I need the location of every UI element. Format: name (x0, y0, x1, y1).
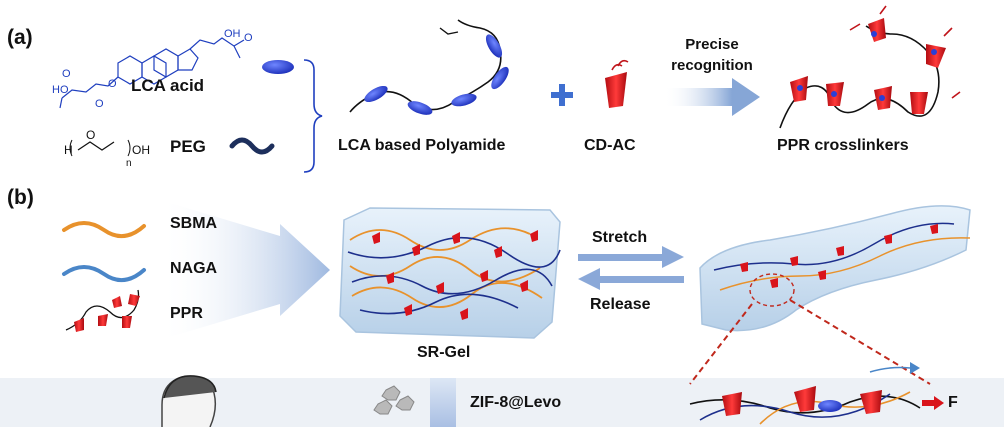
peg-oh-text: OH (132, 143, 150, 157)
sbma-chain-icon (62, 221, 146, 238)
lca-acid-label: LCA acid (131, 76, 205, 95)
stretch-label: Stretch (592, 229, 648, 246)
naga-chain-icon (62, 265, 146, 282)
ppr-label: PPR (170, 305, 203, 322)
recognition-arrow (664, 78, 760, 116)
lca-o1-text: O (244, 32, 253, 44)
lca-o4-text: O (108, 78, 117, 90)
panel-a-label: (a) (7, 26, 33, 49)
lca-ho-text: HO (52, 84, 69, 96)
lca-oh-text: OH (224, 28, 241, 40)
lca-o2-text: O (62, 68, 71, 80)
peg-o-text: O (86, 128, 96, 142)
polyamide-chain (349, 19, 509, 115)
zif8-release-bar (430, 378, 456, 427)
arrow-label-line1: Precise (685, 36, 739, 53)
zoomed-chain-detail (689, 362, 944, 425)
sr-gel-block (339, 207, 561, 339)
person-head-icon (161, 375, 217, 427)
polyamide-label: LCA based Polyamide (338, 137, 506, 154)
ppr-crosslinkers-label: PPR crosslinkers (777, 137, 909, 154)
sbma-label: SBMA (170, 215, 218, 232)
zif8-levo-label: ZIF-8@Levo (470, 394, 562, 411)
mixing-arrow (160, 200, 330, 340)
peg-label: PEG (170, 137, 206, 156)
ppr-crosslinker-chain (779, 5, 961, 129)
lca-ellipsoid-icon (262, 60, 294, 74)
panel-b-label: (b) (7, 186, 34, 209)
naga-label: NAGA (170, 260, 218, 277)
force-label: F (948, 394, 958, 411)
lca-acid-structure (59, 37, 245, 109)
release-label: Release (590, 296, 651, 313)
ppr-chain-icon (65, 289, 140, 332)
stretch-release-arrows (578, 246, 684, 290)
cd-ac-icon (605, 59, 629, 108)
cd-ac-label: CD-AC (584, 137, 636, 154)
stretched-gel (699, 205, 971, 332)
zif8-crystals-icon (373, 385, 415, 415)
peg-n-text: n (126, 158, 132, 169)
peg-structure (77, 141, 115, 151)
brace (303, 59, 323, 173)
zoom-line-right (789, 299, 931, 385)
sr-gel-label: SR-Gel (417, 344, 471, 361)
peg-h-text: H (64, 143, 73, 157)
arrow-label-line2: recognition (671, 57, 753, 74)
plus-icon (551, 84, 573, 106)
peg-chain-icon (229, 137, 275, 155)
lca-o3-text: O (95, 98, 104, 110)
zoom-line-left (689, 303, 753, 385)
